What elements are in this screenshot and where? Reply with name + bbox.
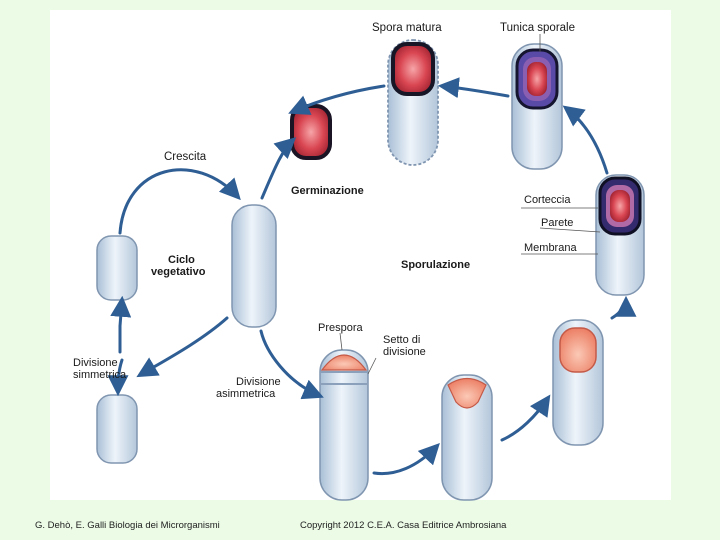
- arrow-cortex-to-coat: [562, 105, 609, 175]
- arrow-coat-to-mature: [437, 77, 510, 99]
- vegetative-cell-small-bottom: [96, 394, 138, 464]
- arrow-engulf-to-cortex: [610, 295, 637, 320]
- label-div-simm-line1: Divisione: [73, 357, 118, 369]
- footer-credit: G. Dehò, E. Galli Biologia dei Microrgan…: [35, 520, 220, 531]
- label-ciclo-line2: vegetativo: [151, 266, 206, 278]
- label-setto-line1: Setto di: [383, 334, 420, 346]
- cortex-cell: [595, 174, 645, 296]
- label-ciclo-line1: Ciclo: [168, 254, 195, 266]
- engulfment-cell: [441, 374, 493, 501]
- spore-coat-cell: [511, 43, 563, 170]
- label-spora-matura: Spora matura: [372, 22, 442, 34]
- arrow-divisione-simmetrica: [110, 295, 132, 354]
- arrow-crescita: [118, 168, 241, 235]
- label-sporulazione: Sporulazione: [401, 259, 470, 271]
- label-div-simm-line2: simmetrica: [73, 369, 127, 381]
- label-prespora: Prespora: [318, 322, 364, 334]
- label-membrana: Membrana: [524, 242, 577, 254]
- label-tunica-sporale: Tunica sporale: [500, 22, 575, 34]
- arrow-spore-release: [288, 84, 386, 115]
- label-parete: Parete: [541, 217, 573, 229]
- arrow-germinazione-in: [260, 137, 297, 200]
- engulfed-prespore-cell: [552, 319, 604, 446]
- arrow-vegetative-to-divisione: [136, 316, 229, 378]
- footer-copyright: Copyright 2012 C.E.A. Casa Editrice Ambr…: [300, 520, 507, 531]
- label-germinazione: Germinazione: [291, 185, 364, 197]
- callout-parete: [539, 227, 601, 233]
- label-corteccia: Corteccia: [524, 194, 571, 206]
- arrow-prespore-to-engulf: [372, 442, 440, 476]
- label-setto-line2: divisione: [383, 346, 426, 358]
- callout-setto: [367, 357, 377, 375]
- label-crescita: Crescita: [164, 151, 207, 163]
- label-div-asimm-line2: asimmetrica: [216, 388, 276, 400]
- mature-spore-cell: [387, 39, 439, 166]
- prespore-cell: [319, 349, 369, 501]
- arrow-to-engulfed: [500, 394, 551, 442]
- label-div-asimm-line1: Divisione: [236, 376, 281, 388]
- callout-prespora: [339, 332, 343, 351]
- arrow-vegetative-to-sporulation: [259, 329, 324, 400]
- vegetative-cell-large: [231, 204, 277, 328]
- arrow-simmetrica-to-bottom: [107, 358, 129, 397]
- free-spore: [290, 104, 332, 160]
- vegetative-cell-small-top: [96, 235, 138, 301]
